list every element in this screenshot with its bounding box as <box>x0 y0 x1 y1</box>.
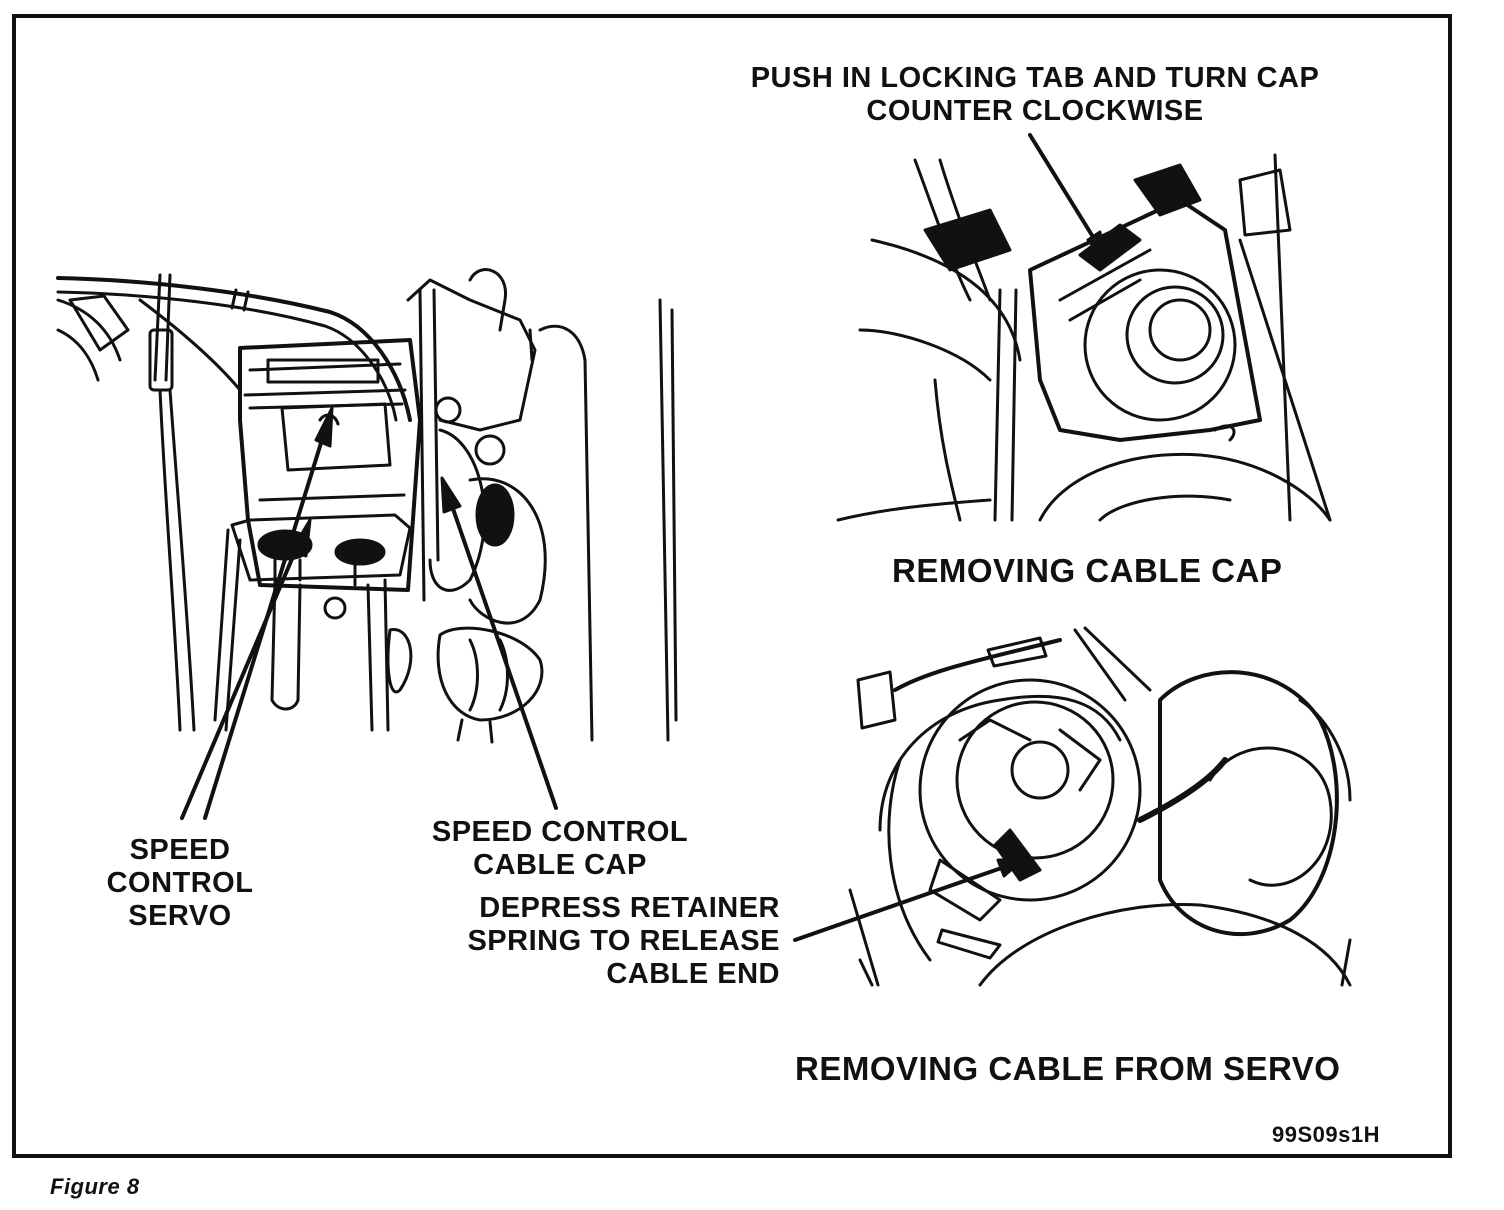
callout-line: SPEED CONTROL <box>431 816 689 848</box>
callout-line: DEPRESS RETAINER <box>479 892 780 924</box>
callout-depress-retainer-spring: DEPRESS RETAINER SPRING TO RELEASE CABLE… <box>430 892 780 991</box>
callout-line: SERVO <box>128 900 232 932</box>
servo-installation-drawing <box>56 268 678 820</box>
callout-line: SPEED <box>129 834 231 866</box>
figure-code: 99S09s1H <box>1272 1122 1380 1147</box>
callout-line: PUSH IN LOCKING TAB AND TURN CAP <box>750 62 1320 94</box>
callout-line: CONTROL <box>106 867 254 899</box>
callout-push-in-locking-tab: PUSH IN LOCKING TAB AND TURN CAP COUNTER… <box>730 62 1340 128</box>
callout-speed-control-cable-cap: SPEED CONTROL CABLE CAP <box>420 816 700 882</box>
caption-removing-cable-cap: REMOVING CABLE CAP <box>892 552 1283 589</box>
callout-speed-control-servo: SPEED CONTROL SERVO <box>90 834 270 933</box>
callout-line: CABLE CAP <box>473 849 647 881</box>
removing-cable-cap-drawing <box>836 133 1332 522</box>
callout-line: SPRING TO RELEASE <box>467 925 780 957</box>
removing-cable-from-servo-drawing <box>793 626 1352 987</box>
callout-line: COUNTER CLOCKWISE <box>866 95 1204 127</box>
figure-frame <box>12 14 1452 1158</box>
figure-number: Figure 8 <box>50 1174 140 1199</box>
caption-removing-cable-from-servo: REMOVING CABLE FROM SERVO <box>795 1050 1341 1087</box>
callout-line: CABLE END <box>606 958 780 990</box>
